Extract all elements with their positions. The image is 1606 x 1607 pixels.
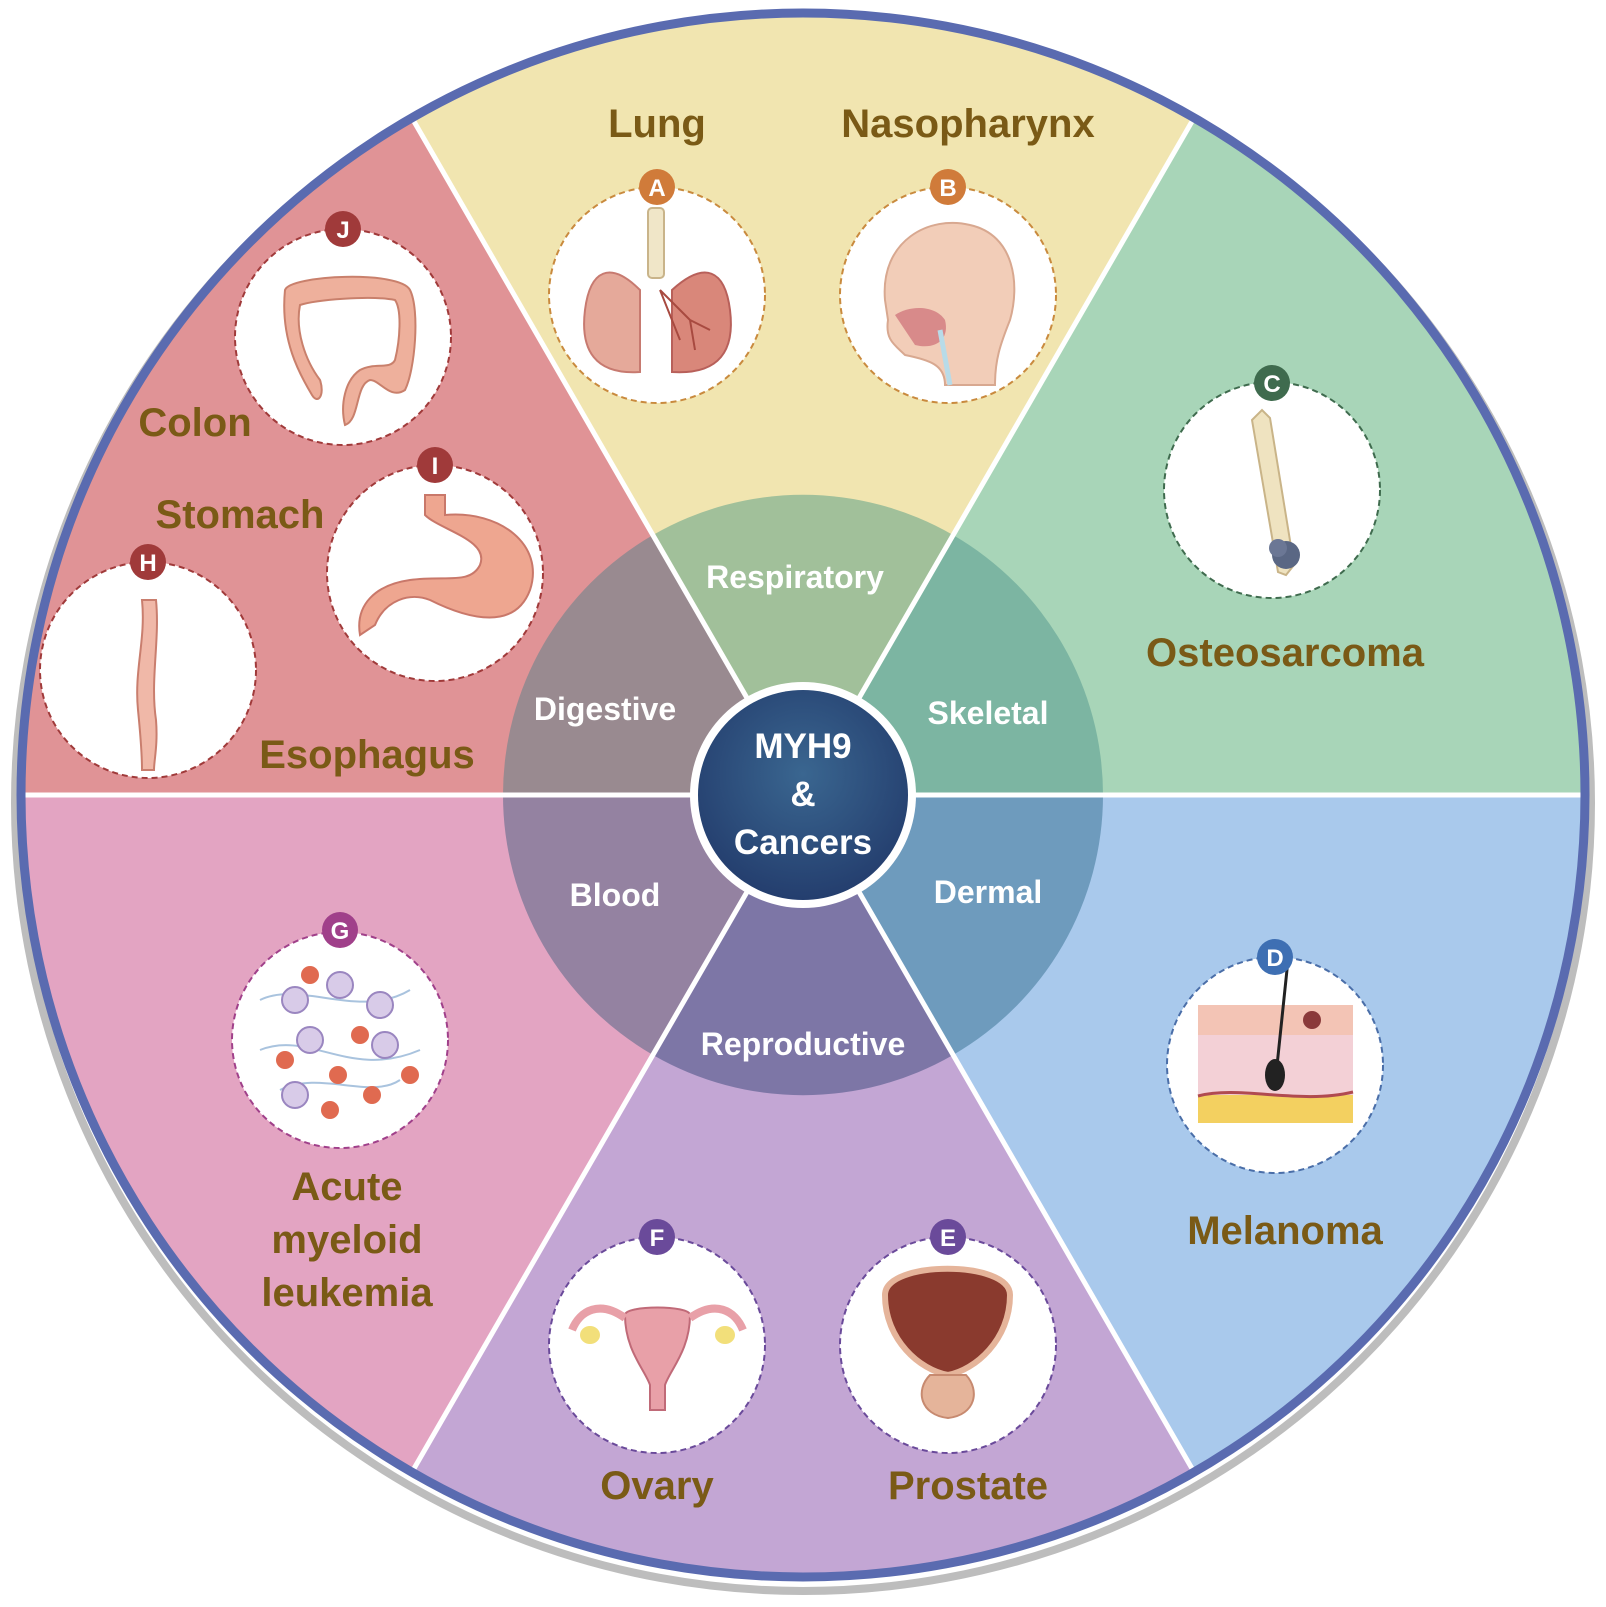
bone-illustration: C: [1163, 365, 1381, 599]
colon-icon: [283, 275, 417, 427]
uterus-icon: [568, 1304, 747, 1411]
leukemia-illustration: G: [231, 912, 449, 1149]
nasopharynx-illustration: B: [839, 169, 1057, 404]
badge-j: J: [336, 217, 349, 244]
sector-dividers: [21, 116, 1585, 1474]
skin-layers-icon: [1197, 959, 1354, 1123]
cancer-label-ovary: Ovary: [600, 1464, 714, 1508]
system-label-dermal: Dermal: [934, 874, 1043, 910]
system-label-respiratory: Respiratory: [706, 559, 884, 595]
cancer-label-osteosarcoma: Osteosarcoma: [1146, 631, 1425, 675]
esophagus-icon: [136, 599, 158, 771]
system-label-digestive: Digestive: [534, 691, 676, 727]
system-label-reproductive: Reproductive: [701, 1026, 905, 1062]
colon-illustration: J: [234, 211, 452, 446]
system-label-blood: Blood: [570, 877, 661, 913]
center-title-line1: MYH9: [754, 727, 851, 766]
cancer-label-aml-line1: Acute: [291, 1165, 402, 1209]
cancer-label-lung: Lung: [608, 102, 706, 146]
skin-illustration: D: [1166, 939, 1384, 1174]
stomach-illustration: I: [326, 447, 544, 682]
cancer-label-aml-line3: leukemia: [261, 1271, 433, 1315]
cancer-label-melanoma: Melanoma: [1187, 1209, 1383, 1253]
lung-illustration: A: [548, 169, 766, 404]
ovary-illustration: F: [548, 1219, 766, 1454]
badge-a: A: [648, 175, 665, 202]
femur-icon: [1250, 408, 1300, 577]
blood-cells-icon: [259, 966, 421, 1119]
badge-e: E: [940, 1225, 956, 1252]
esophagus-illustration: H: [39, 544, 257, 779]
cancer-label-nasopharynx: Nasopharynx: [841, 102, 1094, 146]
system-label-skeletal: Skeletal: [928, 695, 1049, 731]
outer-ring: [16, 8, 1590, 1582]
badge-f: F: [650, 1225, 665, 1252]
center-title-line2: &: [790, 775, 815, 814]
cancer-label-stomach: Stomach: [156, 493, 325, 537]
center-title-line3: Cancers: [734, 823, 872, 862]
cancer-label-colon: Colon: [138, 401, 251, 445]
cancer-label-esophagus: Esophagus: [259, 733, 475, 777]
cancer-label-aml-line2: myeloid: [271, 1218, 422, 1262]
cancer-label-prostate: Prostate: [888, 1464, 1048, 1508]
badge-d: D: [1266, 945, 1283, 972]
badge-i: I: [432, 453, 439, 480]
badge-h: H: [139, 550, 156, 577]
inner-reproductive: [653, 795, 953, 1096]
stomach-icon: [358, 494, 534, 637]
center-circle: [698, 690, 908, 900]
head-profile-icon: [883, 221, 1016, 386]
badge-g: G: [331, 918, 350, 945]
prostate-illustration: E: [839, 1219, 1057, 1454]
lung-icon: [583, 207, 732, 374]
inner-respiratory: [653, 494, 953, 795]
badge-c: C: [1263, 371, 1280, 398]
bladder-prostate-icon: [881, 1265, 1014, 1420]
badge-b: B: [939, 175, 956, 202]
